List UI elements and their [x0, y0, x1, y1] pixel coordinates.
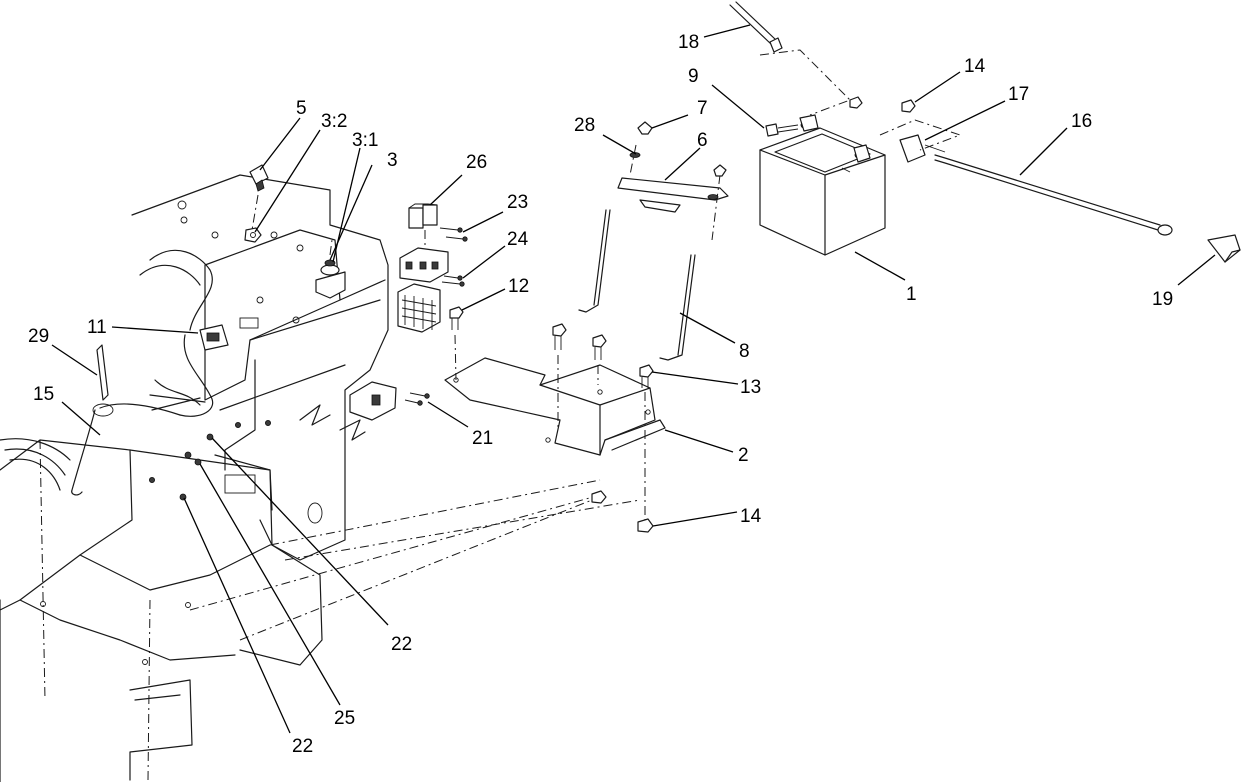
callout-29: 29	[28, 326, 49, 347]
switch-21	[349, 381, 430, 421]
key-switch-5	[249, 164, 269, 231]
callout-14-bottom: 14	[740, 506, 762, 527]
callout-21: 21	[472, 428, 493, 449]
callout-1: 1	[906, 284, 917, 305]
callout-22-bottom: 22	[292, 736, 313, 757]
terminal-boot-17	[879, 119, 962, 163]
main-frame	[0, 439, 641, 782]
callout-2: 2	[738, 445, 749, 466]
nut-3-2	[244, 227, 262, 243]
callout-8: 8	[739, 341, 750, 362]
leader-lines	[51, 24, 1216, 734]
tray-bolts	[552, 323, 654, 520]
callout-15: 15	[33, 384, 54, 405]
cable-tie-29	[92, 344, 114, 417]
battery-cable-18	[729, 1, 863, 116]
nut-14-upper	[901, 99, 916, 113]
screws-23	[439, 227, 468, 242]
callout-19: 19	[1152, 289, 1173, 310]
callout-3-1: 3:1	[352, 130, 378, 151]
callout-25: 25	[334, 708, 355, 729]
washer-28	[629, 152, 719, 200]
callout-6: 6	[697, 130, 708, 151]
battery-1	[759, 114, 886, 256]
callout-12: 12	[508, 276, 529, 297]
battery-cable-16	[934, 154, 1173, 236]
callout-16: 16	[1071, 111, 1092, 132]
callout-26: 26	[466, 152, 487, 173]
callout-23: 23	[507, 192, 528, 213]
callout-17: 17	[1008, 84, 1029, 105]
callout-24: 24	[507, 229, 529, 250]
ignition-switch-3	[315, 239, 346, 299]
bolt-9	[765, 123, 799, 137]
callout-22-mid: 22	[391, 634, 412, 655]
callout-18: 18	[678, 32, 699, 53]
callout-3: 3	[387, 150, 398, 171]
callout-7: 7	[697, 98, 708, 119]
bolt-12	[449, 306, 464, 381]
j-bolts-8	[578, 144, 721, 361]
callout-9: 9	[688, 66, 699, 87]
fasteners-22-25	[148, 419, 271, 501]
callout-3-2: 3:2	[321, 111, 347, 132]
fuse-block-24	[397, 275, 465, 333]
callout-14-top: 14	[964, 56, 986, 77]
callout-28: 28	[574, 115, 595, 136]
callout-5: 5	[296, 98, 307, 119]
callout-11: 11	[87, 317, 107, 338]
callout-labels: 1 2 3 3:1 3:2 5 6 7 8 9 11 12 13 14 14 1…	[28, 32, 1173, 757]
module-11	[199, 324, 229, 351]
battery-tray-2	[444, 357, 666, 456]
callout-13: 13	[740, 377, 761, 398]
nut-14-lower	[637, 518, 654, 533]
relays-26	[408, 203, 438, 252]
nut-floor	[591, 490, 607, 504]
wing-nut-7	[637, 121, 727, 177]
relay-base	[399, 247, 449, 283]
cable-boot-19	[1207, 234, 1241, 263]
wire-harness	[0, 249, 214, 496]
hold-down-bracket-6	[617, 177, 729, 213]
